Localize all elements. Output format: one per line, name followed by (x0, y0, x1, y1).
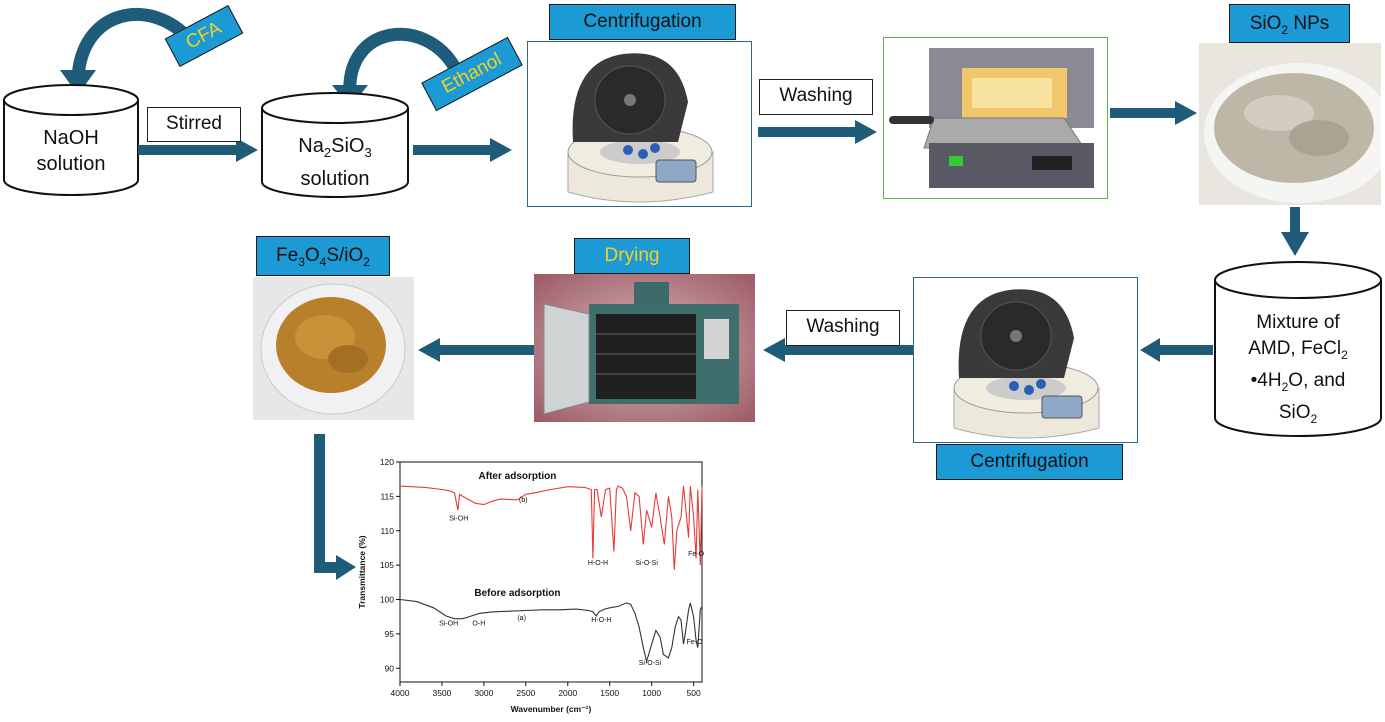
na2sio3-text: Na2SiO3 solution (262, 133, 408, 192)
mixture-line1: Mixture of (1256, 312, 1340, 333)
peak-annotation-before: O-H (472, 621, 485, 628)
na2sio3-line2: solution (300, 168, 370, 190)
series-tag-after: (b) (519, 497, 528, 504)
arrow-centrifuge-to-furnace (758, 120, 877, 144)
arrow-mixture-to-centrifuge (1140, 338, 1213, 362)
arrow-furnace-to-sio2 (1110, 101, 1197, 125)
y-tick-label: 120 (380, 457, 394, 467)
peak-annotation-after: H-O-H (588, 560, 608, 567)
drying-title: Drying (574, 238, 690, 274)
na2sio3-line1: Na2SiO3 (298, 135, 372, 160)
drying-oven-photo (534, 274, 755, 422)
product-powder-photo (253, 277, 414, 420)
cfa-curved-arrow (71, 7, 195, 81)
drying-text: Drying (604, 245, 660, 266)
mixture-cylinder (1214, 261, 1382, 437)
y-axis-label: Transmittance (%) (357, 535, 367, 608)
x-tick-label: 3000 (474, 688, 493, 698)
x-tick-label: 3500 (432, 688, 451, 698)
peak-annotation-before: H-O-H (591, 617, 611, 624)
naoh-line2: solution (36, 153, 106, 175)
mixture-line2: AMD, FeCl2 (1248, 338, 1348, 362)
peak-annotation-after: Si-O-Si (635, 560, 658, 567)
peak-annotation-after: Fe-O (688, 551, 705, 558)
product-title: Fe3O4S/iO2 (256, 236, 390, 276)
peak-annotation-before: Si-O-Si (639, 660, 662, 667)
series-line-before (399, 598, 703, 664)
series-label-before: Before adsorption (474, 588, 560, 599)
arrow-naoh-to-na2sio3 (138, 138, 258, 162)
x-axis-label: Wavenumber (cm⁻¹) (511, 704, 592, 714)
ir-spectrum-svg: 4000 3500 3000 2500 2000 1500 1000 500 90 95 100 10… (357, 457, 705, 714)
sio2-title: SiO2 NPs (1229, 4, 1350, 43)
x-tick-label: 1500 (600, 688, 619, 698)
x-tick-label: 2000 (558, 688, 577, 698)
cfa-arrow-head (60, 70, 96, 95)
centrifugation-title-top: Centrifugation (549, 4, 736, 40)
furnace-photo (883, 37, 1108, 199)
y-tick-label: 115 (380, 491, 394, 501)
washing-label-top: Washing (759, 79, 873, 115)
naoh-text: NaOH solution (4, 125, 138, 177)
peak-annotation-after: Si-OH (449, 515, 468, 522)
arrow-na2sio3-to-centrifuge (413, 138, 512, 162)
stirred-label: Stirred (147, 107, 241, 142)
peak-annotation-before: Fe-O (686, 639, 703, 646)
series-label-after: After adsorption (479, 471, 557, 482)
y-tick-label: 105 (380, 560, 394, 570)
y-tick-label: 100 (380, 595, 394, 605)
centrifuge-photo-bottom (913, 277, 1138, 443)
naoh-cylinder (3, 84, 139, 196)
y-tick-label: 110 (380, 526, 394, 536)
x-tick-label: 4000 (391, 688, 410, 698)
arrow-sio2-to-mixture (1281, 207, 1309, 256)
peak-annotation-before: Si-OH (439, 621, 458, 628)
naoh-line1: NaOH (43, 127, 99, 149)
y-tick-label: 95 (385, 629, 395, 639)
na2sio3-cylinder (261, 92, 409, 198)
washing-label-bottom: Washing (786, 310, 900, 346)
ethanol-curved-arrow (343, 27, 461, 96)
x-tick-label: 1000 (642, 688, 661, 698)
mixture-line4: SiO2 (1278, 401, 1318, 426)
series-line-after (399, 485, 703, 570)
ir-spectrum-chart: 4000 3500 3000 2500 2000 1500 1000 500 90 95 100 10… (353, 455, 713, 717)
centrifuge-photo-top (527, 41, 752, 207)
arrow-centrifuge-to-oven (763, 338, 913, 362)
y-tick-label: 90 (385, 663, 395, 673)
sio2-bowl-photo (1199, 43, 1381, 205)
mixture-text: Mixture of AMD, FeCl2 •4H2O, and SiO2 (1215, 310, 1381, 431)
arrow-oven-to-product (418, 338, 534, 362)
x-tick-label: 500 (687, 688, 701, 698)
series-tag-before: (a) (517, 615, 526, 622)
mixture-line3: •4H2O, and (1250, 369, 1346, 394)
centrifugation-title-bottom: Centrifugation (936, 444, 1123, 480)
arrow-product-to-ir (314, 434, 356, 580)
x-tick-label: 2500 (516, 688, 535, 698)
